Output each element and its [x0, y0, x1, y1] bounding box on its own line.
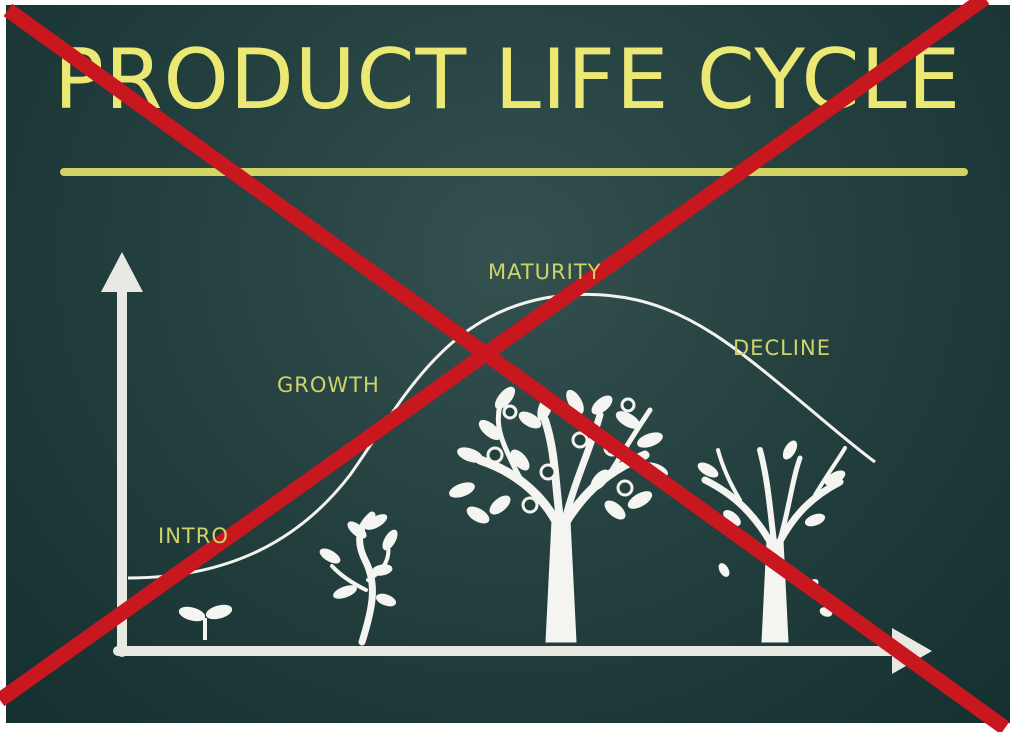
stage-label-growth: GROWTH [277, 373, 380, 397]
young-plant-icon [319, 511, 398, 646]
title-underline [60, 168, 968, 176]
diagram-title: PRODUCT LIFE CYCLE [53, 31, 962, 128]
stage-label-decline: DECLINE [733, 336, 831, 360]
stage-label-maturity: MATURITY [488, 260, 602, 284]
bare-tree-icon [697, 440, 847, 643]
sprout-icon [178, 604, 233, 640]
y-axis-arrow-icon [101, 252, 143, 292]
fruit-tree-icon [449, 386, 668, 643]
life-cycle-curve [127, 292, 876, 580]
stage-label-intro: INTRO [158, 524, 229, 548]
